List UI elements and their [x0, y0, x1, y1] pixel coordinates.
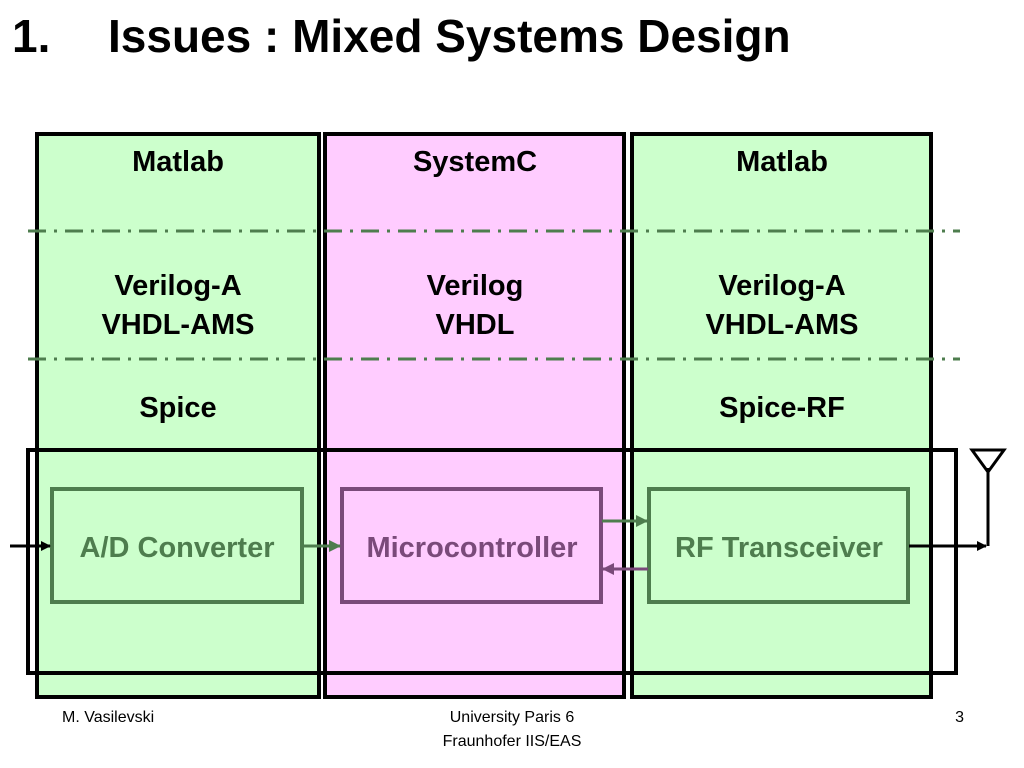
footer-affiliation-line-1: University Paris 6 — [449, 709, 575, 726]
column-2-middle-label-1: Verilog — [427, 270, 524, 302]
microcontroller-block — [340, 487, 603, 604]
column-3-top-label: Matlab — [736, 146, 828, 178]
column-3-bottom-label: Spice-RF — [719, 392, 845, 424]
column-2-middle-label-2: VHDL — [436, 309, 515, 341]
system-boundary — [26, 448, 958, 675]
column-2-top-label: SystemC — [413, 146, 537, 178]
column-2-panel — [323, 132, 626, 699]
footer-affiliation: University Paris 6 Fraunhofer IIS/EAS — [362, 706, 662, 754]
microcontroller-label: Microcontroller — [366, 532, 577, 564]
antenna-icon — [969, 448, 1007, 546]
ad-converter-block — [50, 487, 304, 604]
footer-page-number: 3 — [955, 709, 964, 726]
footer-affiliation-line-2: Fraunhofer IIS/EAS — [442, 733, 582, 750]
column-3-middle-label-1: Verilog-A — [718, 270, 845, 302]
column-3-middle-label-2: VHDL-AMS — [705, 309, 858, 341]
slide-title: 1. Issues : Mixed Systems Design — [12, 8, 791, 64]
footer-author: M. Vasilevski — [62, 709, 155, 726]
column-1-top-label: Matlab — [132, 146, 224, 178]
column-1-middle-label-1: Verilog-A — [114, 270, 241, 302]
rf-transceiver-block — [647, 487, 910, 604]
column-1-bottom-label: Spice — [139, 392, 216, 424]
slide-title-text: Issues : Mixed Systems Design — [108, 10, 791, 62]
rf-transceiver-label: RF Transceiver — [675, 532, 883, 564]
slide-title-number: 1. — [12, 10, 51, 62]
column-1-middle-label-2: VHDL-AMS — [101, 309, 254, 341]
ad-converter-label: A/D Converter — [80, 532, 275, 564]
